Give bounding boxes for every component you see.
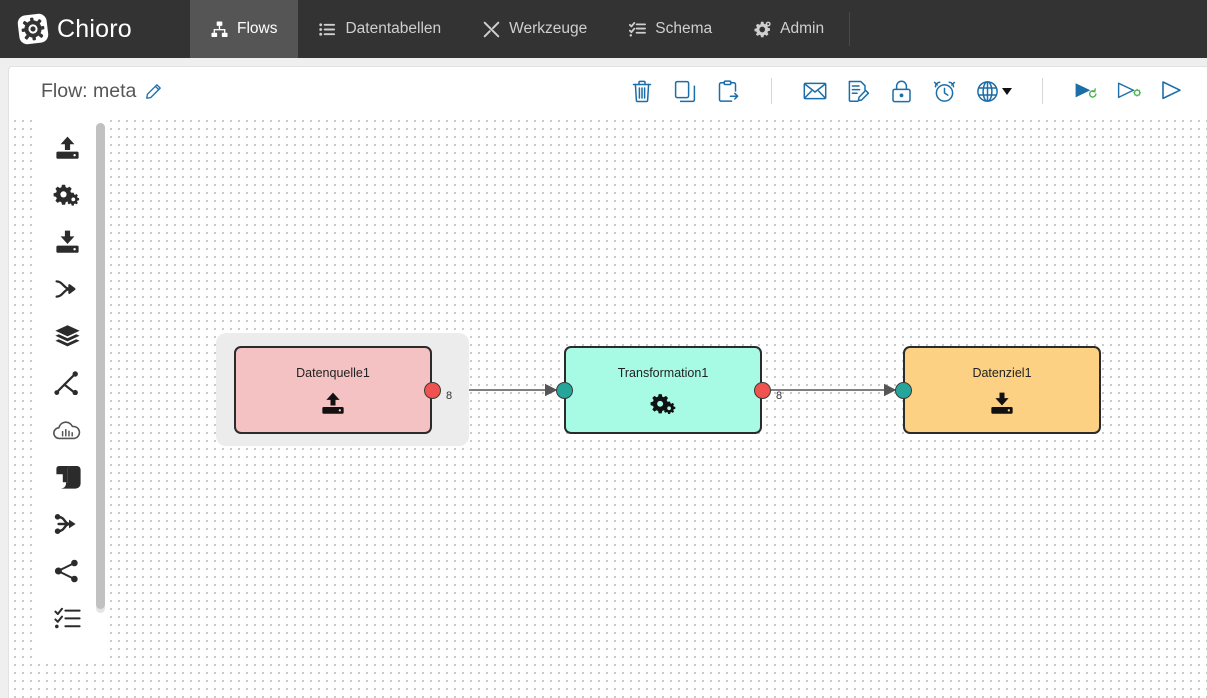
- node-datenquelle1[interactable]: Datenquelle1: [234, 346, 432, 434]
- flow-canvas[interactable]: Datenquelle1 8 Transformation1: [9, 115, 1207, 698]
- tools-icon: [483, 21, 500, 38]
- node-transformation1[interactable]: Transformation1: [564, 346, 762, 434]
- node-label: Transformation1: [617, 366, 709, 380]
- node-palette: [37, 115, 109, 660]
- node-datenziel1[interactable]: Datenziel1: [903, 346, 1101, 434]
- palette-scroll-area: [37, 127, 97, 660]
- chevron-down-icon[interactable]: [1002, 87, 1012, 95]
- port-in-datenziel1[interactable]: [895, 382, 912, 399]
- top-navbar: Chioro Flows: [0, 0, 1207, 58]
- language-selector[interactable]: [974, 78, 1012, 104]
- nav-item-label: Admin: [780, 20, 825, 37]
- nav-item-label: Datentabellen: [345, 20, 442, 37]
- palette-matrix[interactable]: [49, 652, 85, 660]
- edge-label: 8: [776, 390, 783, 402]
- globe-icon[interactable]: [974, 78, 1000, 104]
- palette-transformation[interactable]: [49, 182, 85, 208]
- palette-checklist[interactable]: [49, 605, 85, 631]
- list-icon: [319, 21, 336, 38]
- nav-divider: [849, 12, 851, 46]
- port-out-datenquelle1[interactable]: [424, 382, 441, 399]
- nav-item-admin[interactable]: Admin: [733, 0, 845, 58]
- toolbar-divider-1: [771, 78, 772, 104]
- flow-title-text: Flow: meta: [41, 79, 137, 102]
- nav-item-datentabellen[interactable]: Datentabellen: [298, 0, 462, 58]
- delete-button[interactable]: [629, 78, 655, 104]
- nav-item-label: Werkzeuge: [509, 20, 588, 37]
- edge-label: 8: [446, 390, 453, 402]
- palette-split[interactable]: [49, 370, 85, 396]
- gear-square-logo-icon: [16, 12, 50, 46]
- nav-item-label: Flows: [237, 20, 278, 37]
- flow-graph: Datenquelle1 8 Transformation1: [9, 115, 1207, 698]
- paste-button[interactable]: [715, 78, 741, 104]
- copy-button[interactable]: [672, 78, 698, 104]
- nav-item-werkzeuge[interactable]: Werkzeuge: [462, 0, 608, 58]
- node-label: Datenquelle1: [296, 366, 370, 380]
- run-button[interactable]: [1073, 78, 1099, 104]
- run-debug-button[interactable]: [1116, 78, 1142, 104]
- cog-icon: [754, 21, 771, 38]
- palette-data-source[interactable]: [49, 135, 85, 161]
- download-icon: [989, 392, 1015, 416]
- notes-button[interactable]: [845, 78, 871, 104]
- run-plain-button[interactable]: [1159, 78, 1185, 104]
- port-out-transformation1[interactable]: [754, 382, 771, 399]
- page-body: Flow: meta: [0, 58, 1207, 698]
- upload-icon: [320, 392, 346, 416]
- checklist-icon: [629, 21, 647, 38]
- nav-items: Flows Datentabellen Werkz: [190, 0, 851, 58]
- sitemap-icon: [211, 20, 228, 38]
- nav-item-flows[interactable]: Flows: [190, 0, 299, 58]
- flow-toolbar: Flow: meta: [9, 67, 1207, 115]
- schedule-button[interactable]: [931, 78, 957, 104]
- toolbar-actions: [629, 78, 1185, 104]
- brand-name: Chioro: [57, 14, 132, 43]
- port-in-transformation1[interactable]: [556, 382, 573, 399]
- mail-button[interactable]: [802, 78, 828, 104]
- palette-share[interactable]: [49, 558, 85, 584]
- palette-script[interactable]: [49, 464, 85, 490]
- toolbar-divider-2: [1042, 78, 1043, 104]
- palette-cloud[interactable]: [49, 417, 85, 443]
- palette-data-target[interactable]: [49, 229, 85, 255]
- lock-button[interactable]: [888, 78, 914, 104]
- palette-layers[interactable]: [49, 323, 85, 349]
- flow-card: Flow: meta: [8, 66, 1207, 698]
- nav-item-label: Schema: [655, 20, 713, 37]
- nav-item-schema[interactable]: Schema: [608, 0, 733, 58]
- node-label: Datenziel1: [972, 366, 1032, 380]
- brand-logo-area[interactable]: Chioro: [0, 0, 190, 58]
- palette-scrollbar-thumb[interactable]: [96, 123, 105, 609]
- pencil-icon[interactable]: [145, 83, 162, 100]
- gears-icon: [650, 392, 677, 416]
- palette-merge[interactable]: [49, 276, 85, 302]
- page-title: Flow: meta: [41, 80, 162, 103]
- palette-funnel[interactable]: [49, 511, 85, 537]
- palette-scrollbar[interactable]: [96, 123, 105, 613]
